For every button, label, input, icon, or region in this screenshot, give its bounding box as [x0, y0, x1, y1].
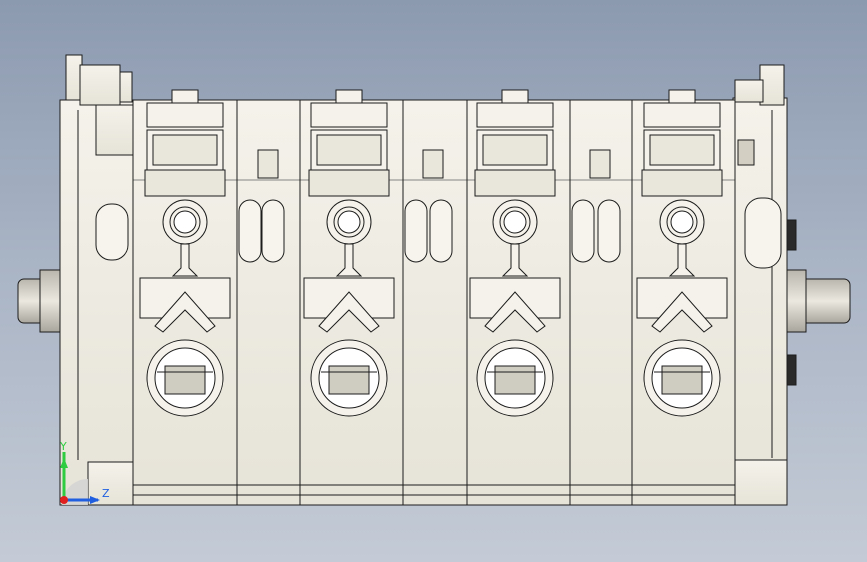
cam-cap-upper [476, 102, 554, 128]
cylinder-section [139, 89, 231, 417]
oil-slot [404, 199, 428, 263]
cam-cap-tab [668, 89, 696, 105]
cam-cap-base [474, 169, 556, 197]
web-stem [501, 243, 529, 277]
divider-tab [589, 149, 611, 179]
valve-bore-detail [164, 365, 206, 395]
plug-boss-inner [670, 210, 694, 234]
axis-triad[interactable]: Y Z [59, 440, 110, 505]
oil-slots [238, 149, 621, 263]
right-end-plate [732, 64, 788, 506]
rib-chevron [318, 291, 380, 333]
divider-tab [257, 149, 279, 179]
plug-boss-inner [173, 210, 197, 234]
cam-cap-upper [146, 102, 224, 128]
rib-chevron [154, 291, 216, 333]
block-dividers [236, 100, 633, 505]
cylinder-section [469, 89, 561, 417]
oil-slot [261, 199, 285, 263]
web-stem [668, 243, 696, 277]
cam-cap-base [144, 169, 226, 197]
right-shaft [779, 219, 851, 386]
left-end-plate [59, 54, 136, 506]
web-stem [171, 243, 199, 277]
oil-slot [571, 199, 595, 263]
cam-cap-base [308, 169, 390, 197]
cam-cap-recess [316, 134, 382, 166]
cylinder-section [636, 89, 728, 417]
y-axis-arrow-icon [60, 458, 68, 468]
x-axis-dot [60, 496, 68, 504]
cam-cap-recess [649, 134, 715, 166]
web-stem [335, 243, 363, 277]
cam-cap-tab [335, 89, 363, 105]
rib-chevron [484, 291, 546, 333]
oil-slot [429, 199, 453, 263]
z-axis-arrow-icon [90, 496, 100, 504]
cam-cap-recess [482, 134, 548, 166]
oil-slot [597, 199, 621, 263]
valve-bore-detail [328, 365, 370, 395]
cam-cap-upper [310, 102, 388, 128]
plug-boss-inner [337, 210, 361, 234]
y-axis-label: Y [59, 440, 67, 453]
end-slots [95, 197, 782, 269]
z-axis-label: Z [102, 487, 110, 500]
cam-cap-base [641, 169, 723, 197]
rib-chevron [651, 291, 713, 333]
valve-bore-detail [661, 365, 703, 395]
cam-cap-tab [501, 89, 529, 105]
plug-boss-inner [503, 210, 527, 234]
cam-cap-tab [171, 89, 199, 105]
cam-cap-recess [152, 134, 218, 166]
valve-bore-detail [494, 365, 536, 395]
divider-tab [422, 149, 444, 179]
cam-cap-upper [643, 102, 721, 128]
cylinder-sections [139, 89, 728, 417]
oil-slot [238, 199, 262, 263]
cylinder-section [303, 89, 395, 417]
